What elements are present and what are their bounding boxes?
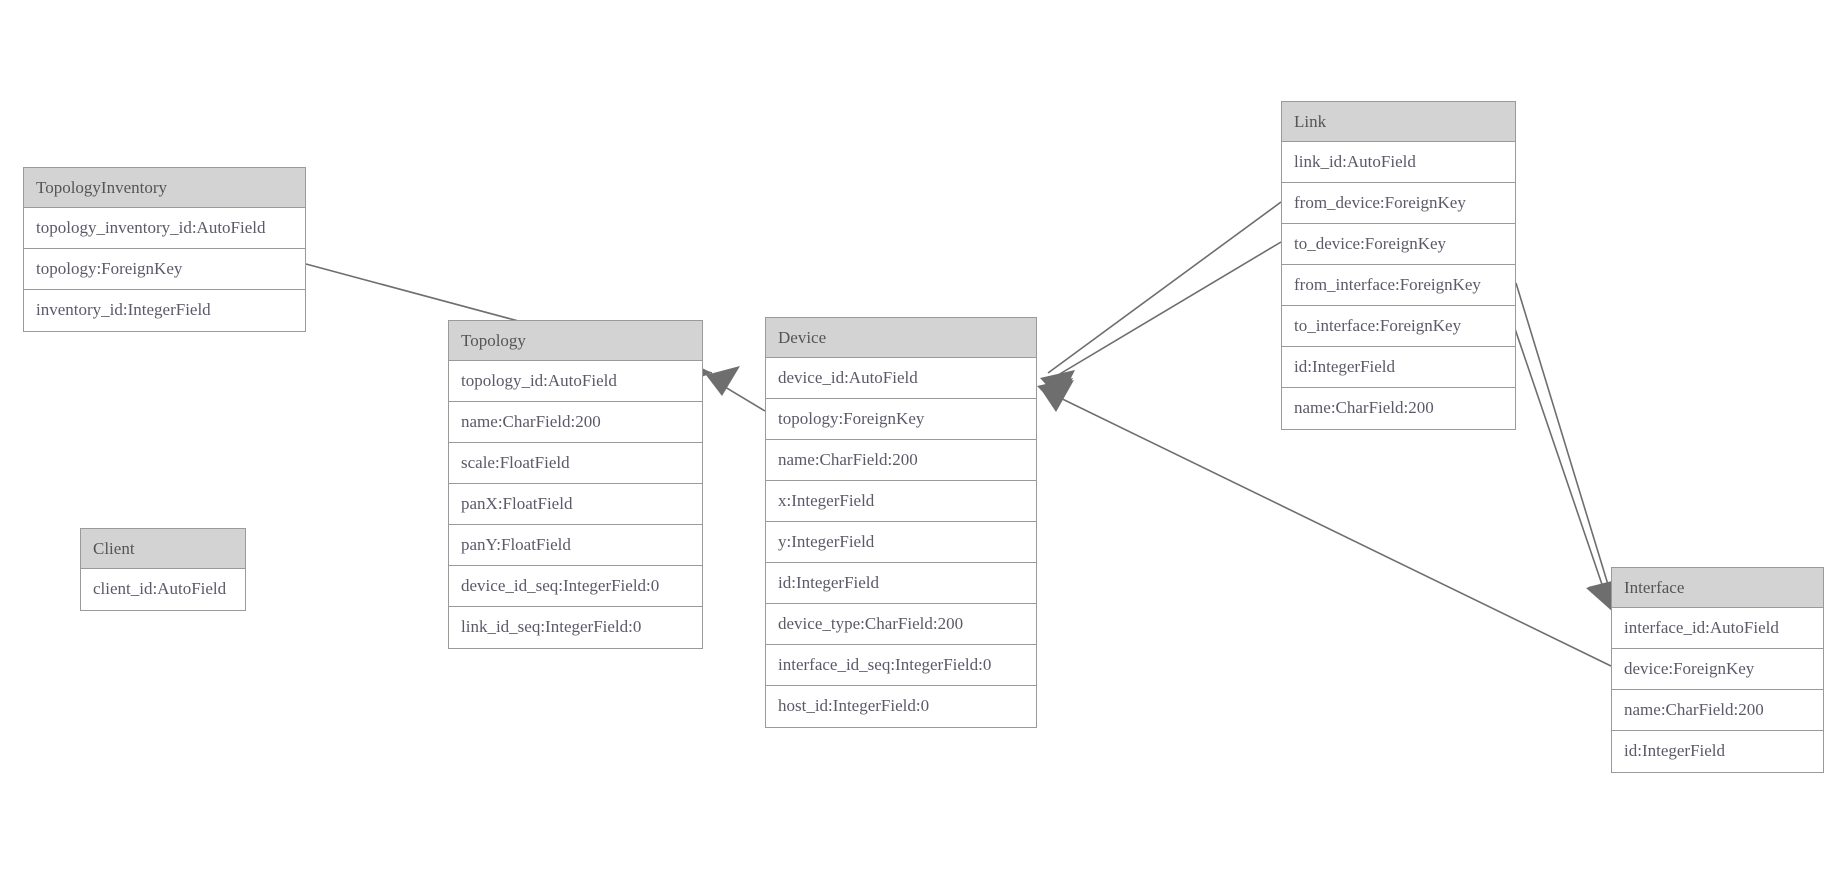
entity-field: name:CharField:200 xyxy=(1612,690,1823,731)
entity-interface[interactable]: Interface interface_id:AutoField device:… xyxy=(1611,567,1824,773)
entity-field: x:IntegerField xyxy=(766,481,1036,522)
entity-field: inventory_id:IntegerField xyxy=(24,290,305,331)
edge-link-to-interface xyxy=(1512,322,1618,612)
entity-field: topology:ForeignKey xyxy=(766,399,1036,440)
edge-link-from-device xyxy=(1040,201,1282,400)
entity-field: link_id:AutoField xyxy=(1282,142,1515,183)
entity-field: interface_id_seq:IntegerField:0 xyxy=(766,645,1036,686)
entity-field: name:CharField:200 xyxy=(449,402,702,443)
entity-field: name:CharField:200 xyxy=(766,440,1036,481)
entity-field: device:ForeignKey xyxy=(1612,649,1823,690)
entity-field: panX:FloatField xyxy=(449,484,702,525)
entity-field: id:IntegerField xyxy=(1282,347,1515,388)
entity-field: topology:ForeignKey xyxy=(24,249,305,290)
entity-title: TopologyInventory xyxy=(24,168,305,208)
entity-field: device_type:CharField:200 xyxy=(766,604,1036,645)
entity-link[interactable]: Link link_id:AutoField from_device:Forei… xyxy=(1281,101,1516,430)
edge-device-topology xyxy=(706,366,766,412)
entity-title: Device xyxy=(766,318,1036,358)
entity-title: Link xyxy=(1282,102,1515,142)
entity-field: host_id:IntegerField:0 xyxy=(766,686,1036,727)
entity-field: from_interface:ForeignKey xyxy=(1282,265,1515,306)
entity-title: Topology xyxy=(449,321,702,361)
entity-field: device_id_seq:IntegerField:0 xyxy=(449,566,702,607)
entity-field: from_device:ForeignKey xyxy=(1282,183,1515,224)
entity-topology-inventory[interactable]: TopologyInventory topology_inventory_id:… xyxy=(23,167,306,332)
entity-field: link_id_seq:IntegerField:0 xyxy=(449,607,702,648)
entity-client[interactable]: Client client_id:AutoField xyxy=(80,528,246,611)
edge-link-to-device xyxy=(1037,241,1282,408)
entity-field: topology_id:AutoField xyxy=(449,361,702,402)
entity-field: client_id:AutoField xyxy=(81,569,245,610)
edge-link-from-interface xyxy=(1515,282,1620,612)
entity-field: device_id:AutoField xyxy=(766,358,1036,399)
entity-field: topology_inventory_id:AutoField xyxy=(24,208,305,249)
entity-field: to_interface:ForeignKey xyxy=(1282,306,1515,347)
entity-field: panY:FloatField xyxy=(449,525,702,566)
entity-field: id:IntegerField xyxy=(766,563,1036,604)
entity-title: Interface xyxy=(1612,568,1823,608)
entity-field: y:IntegerField xyxy=(766,522,1036,563)
entity-device[interactable]: Device device_id:AutoField topology:Fore… xyxy=(765,317,1037,728)
entity-field: to_device:ForeignKey xyxy=(1282,224,1515,265)
entity-title: Client xyxy=(81,529,245,569)
entity-field: interface_id:AutoField xyxy=(1612,608,1823,649)
entity-field: scale:FloatField xyxy=(449,443,702,484)
entity-field: id:IntegerField xyxy=(1612,731,1823,772)
entity-field: name:CharField:200 xyxy=(1282,388,1515,429)
entity-topology[interactable]: Topology topology_id:AutoField name:Char… xyxy=(448,320,703,649)
